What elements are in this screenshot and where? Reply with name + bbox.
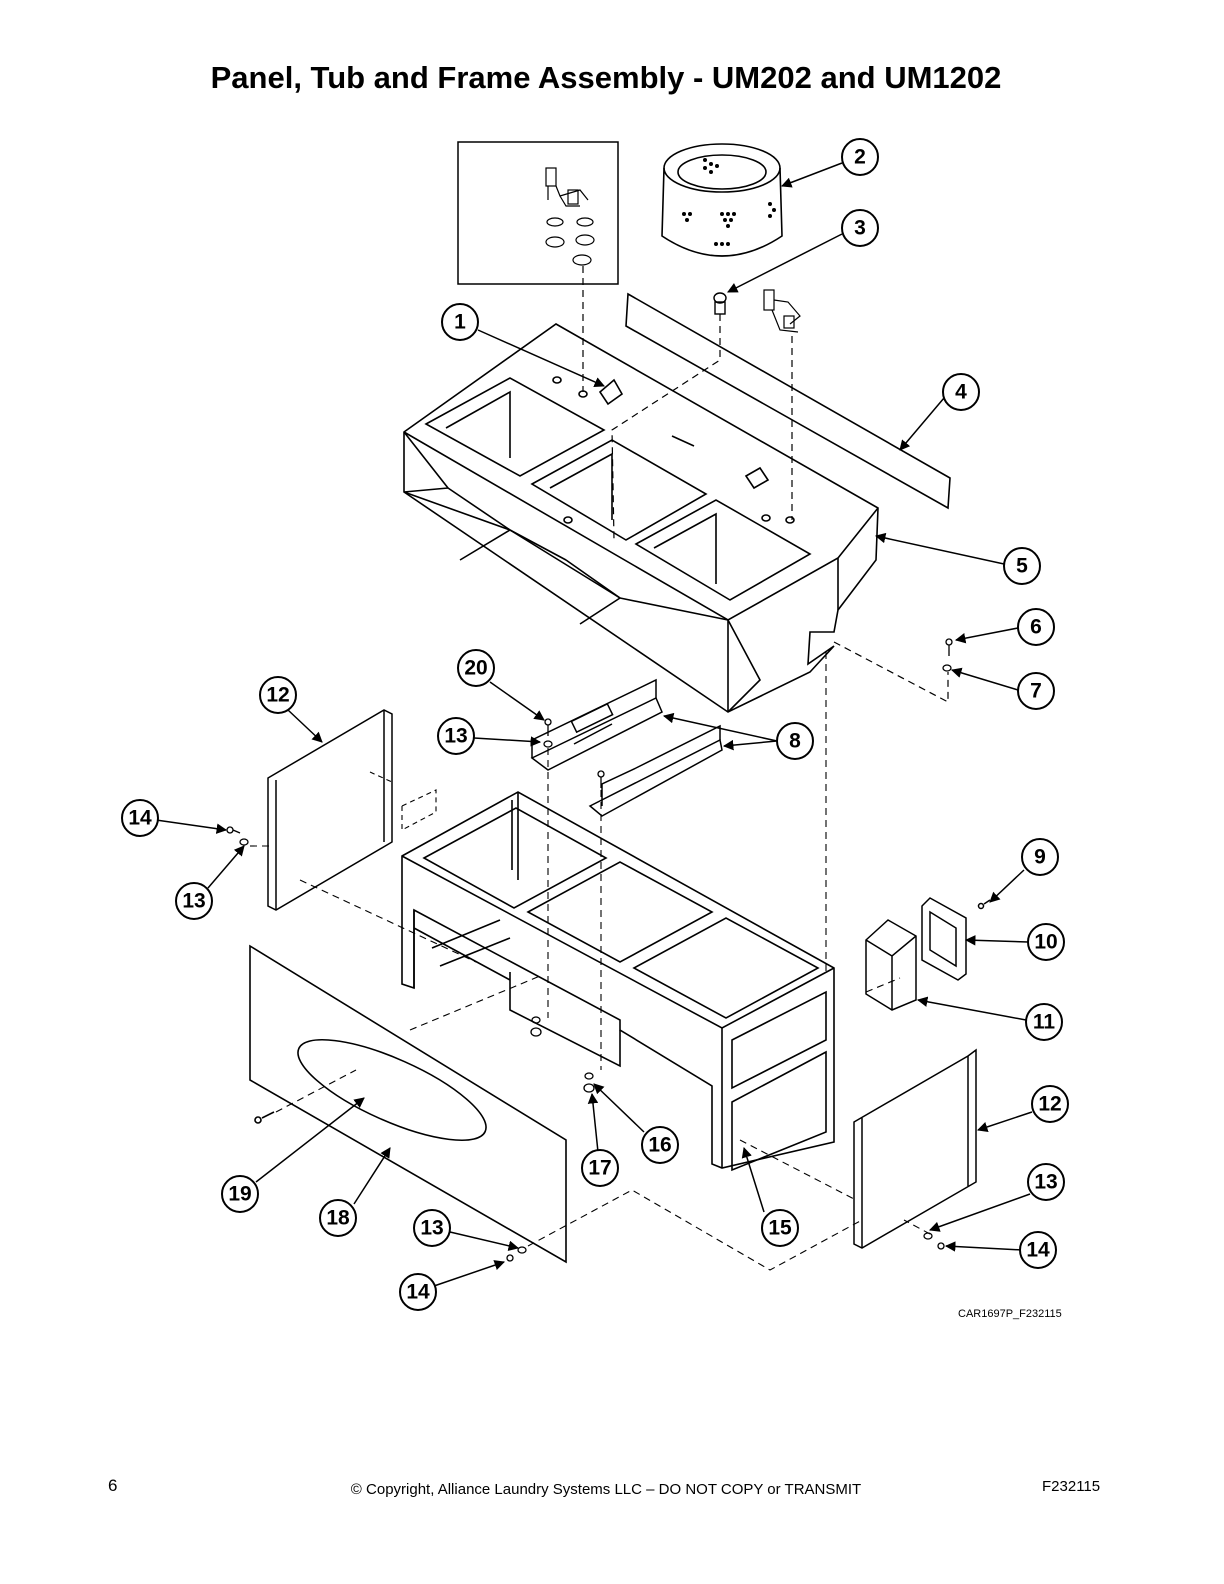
valve-inset-box [457,141,619,392]
svg-text:13: 13 [444,725,467,748]
svg-text:10: 10 [1034,931,1057,954]
svg-text:18: 18 [326,1207,350,1230]
tub-assembly [403,323,879,713]
front-panel [249,944,567,1264]
callout-9: 9 [1021,838,1059,876]
callout-13-left: 13 [175,882,213,920]
svg-text:12: 12 [266,684,289,707]
copyright-notice: © Copyright, Alliance Laundry Systems LL… [350,1481,862,1498]
callout-5: 5 [1003,547,1041,585]
svg-text:2: 2 [854,146,866,169]
basket [661,143,783,257]
drawing-code: CAR1697P_F232115 [958,1308,1062,1320]
callout-13-bottom: 13 [413,1209,451,1247]
right-side-panel [853,1048,977,1249]
svg-text:13: 13 [1034,1171,1057,1194]
callout-1: 1 [441,303,479,341]
callout-13-top: 13 [437,717,475,755]
callout-14-right: 14 [1019,1231,1057,1269]
leader-lines [155,162,1033,1287]
callout-8: 8 [776,722,814,760]
hardware [226,718,945,1262]
callout-13-right: 13 [1027,1163,1065,1201]
callout-17: 17 [581,1149,619,1187]
callout-16: 16 [641,1126,679,1164]
svg-text:13: 13 [420,1217,443,1240]
svg-text:5: 5 [1016,555,1028,578]
svg-text:6: 6 [1030,616,1042,639]
callout-7: 7 [1017,672,1055,710]
inlet-valve [763,289,801,520]
svg-text:19: 19 [228,1183,251,1206]
tub-brackets [530,678,723,817]
callout-2: 2 [841,138,879,176]
strip [625,292,951,510]
svg-text:15: 15 [768,1217,792,1240]
callout-14-bottom: 14 [399,1273,437,1311]
callout-11: 11 [1025,1003,1063,1041]
svg-text:13: 13 [182,890,205,913]
base-frame [401,791,835,1172]
callout-10: 10 [1027,923,1065,961]
svg-text:14: 14 [406,1281,430,1304]
callout-15: 15 [761,1209,799,1247]
svg-text:4: 4 [955,381,967,404]
callout-4: 4 [942,373,980,411]
svg-text:1: 1 [454,311,466,334]
left-side-panel [267,709,437,911]
svg-text:20: 20 [464,657,487,680]
svg-text:12: 12 [1038,1093,1061,1116]
callout-3: 3 [841,209,879,247]
svg-text:7: 7 [1030,680,1042,703]
svg-text:14: 14 [1026,1239,1050,1262]
callout-6: 6 [1017,608,1055,646]
drain-valve [611,292,727,541]
control-box [865,897,991,1011]
svg-text:11: 11 [1033,1011,1056,1034]
callout-14-left: 14 [121,799,159,837]
page-number: 6 [108,1476,118,1495]
callout-19: 19 [221,1175,259,1213]
bolt-and-washer [833,638,953,703]
document-code: F232115 [1042,1478,1101,1495]
callouts: 1 2 3 4 5 6 7 8 9 10 11 12 12 13 13 13 1… [121,138,1069,1311]
svg-text:8: 8 [789,730,801,753]
callout-12-left: 12 [259,676,297,714]
callout-18: 18 [319,1199,357,1237]
svg-text:14: 14 [128,807,152,830]
svg-text:17: 17 [588,1157,611,1180]
svg-text:3: 3 [854,217,866,240]
page-title: Panel, Tub and Frame Assembly - UM202 an… [210,60,1002,95]
svg-text:9: 9 [1034,846,1046,869]
callout-20: 20 [457,649,495,687]
callout-12-right: 12 [1031,1085,1069,1123]
svg-text:16: 16 [648,1134,671,1157]
alignment-lines [250,652,931,1271]
